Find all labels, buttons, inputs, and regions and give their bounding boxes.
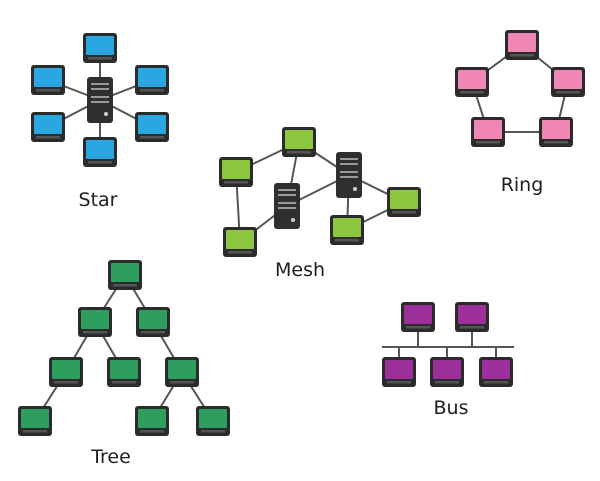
tree-links (34, 274, 214, 422)
monitor-icon (223, 227, 257, 257)
monitor-icon (455, 302, 489, 332)
monitor-icon (551, 67, 585, 97)
bus-label: Bus (434, 397, 469, 419)
monitor-icon (108, 260, 142, 290)
server-icon (336, 152, 362, 198)
monitor-icon (107, 357, 141, 387)
monitor-icon (31, 112, 65, 142)
mesh-links (235, 141, 405, 243)
bus-topology: Bus (382, 302, 514, 419)
monitor-icon (165, 357, 199, 387)
monitor-icon (387, 187, 421, 217)
monitor-icon (430, 357, 464, 387)
monitor-icon (135, 406, 169, 436)
bus-links (382, 332, 514, 357)
monitor-icon (135, 112, 169, 142)
monitor-icon (282, 127, 316, 157)
mesh-topology: Mesh (219, 127, 421, 281)
ring-topology: Ring (455, 30, 585, 196)
monitor-icon (219, 157, 253, 187)
monitor-icon (471, 117, 505, 147)
mesh-label: Mesh (275, 259, 325, 281)
star-label: Star (79, 189, 118, 211)
monitor-icon (31, 65, 65, 95)
monitor-icon (83, 33, 117, 63)
monitor-icon (330, 215, 364, 245)
monitor-icon (479, 357, 513, 387)
monitor-icon (196, 406, 230, 436)
monitor-icon (539, 117, 573, 147)
monitor-icon (78, 307, 112, 337)
star-topology: Star (31, 33, 169, 211)
monitor-icon (136, 307, 170, 337)
monitor-icon (18, 406, 52, 436)
server-icon (87, 77, 113, 123)
tree-label: Tree (90, 446, 131, 468)
tree-topology: Tree (18, 260, 230, 468)
monitor-icon (83, 137, 117, 167)
monitor-icon (401, 302, 435, 332)
ring-label: Ring (501, 174, 544, 196)
monitor-icon (49, 357, 83, 387)
server-icon (274, 183, 300, 229)
monitor-icon (455, 67, 489, 97)
monitor-icon (382, 357, 416, 387)
monitor-icon (135, 65, 169, 95)
monitor-icon (505, 30, 539, 60)
